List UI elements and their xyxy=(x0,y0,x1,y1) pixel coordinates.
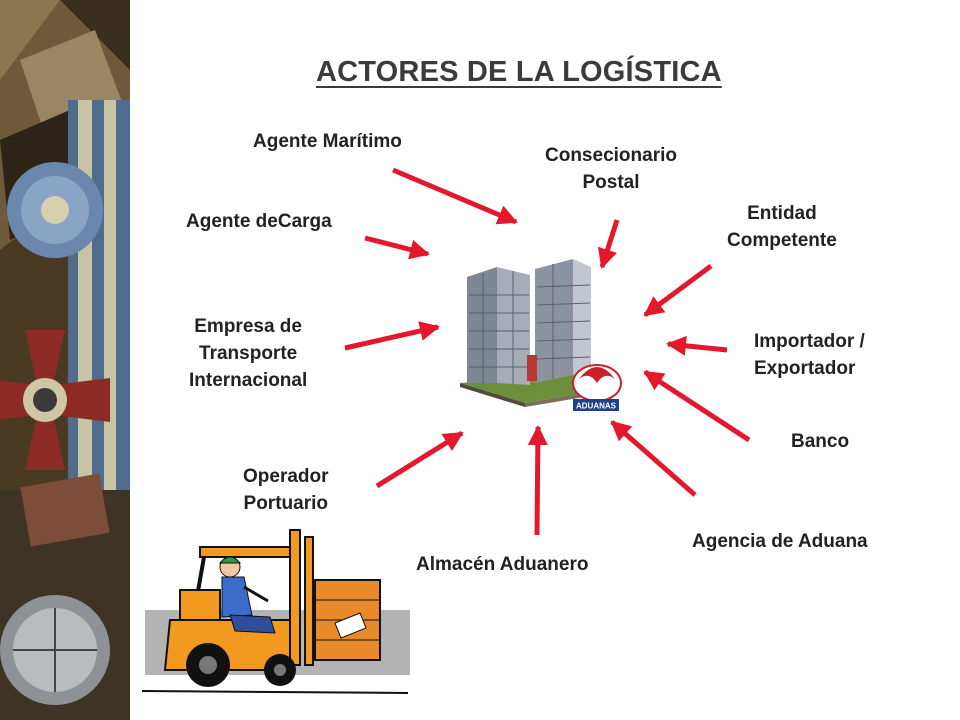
decorative-medal-collage xyxy=(0,0,130,720)
label-line: Agente deCarga xyxy=(186,211,332,232)
label-banco: Banco xyxy=(791,428,849,455)
label-line: Operador xyxy=(243,466,329,487)
label-agente-maritimo: Agente Marítimo xyxy=(253,128,402,155)
arrow-agente-carga xyxy=(364,235,430,260)
label-line: Almacén Aduanero xyxy=(416,554,589,575)
label-line: Importador / xyxy=(754,331,865,352)
arrow-operador-portuario xyxy=(375,430,464,489)
arrow-consecionario-postal xyxy=(597,219,620,269)
medal-collage-image xyxy=(0,0,130,720)
label-empresa-transporte: Empresa de Transporte Internacional xyxy=(189,313,307,394)
label-line: Agente Marítimo xyxy=(253,131,402,152)
label-line: Internacional xyxy=(189,370,308,391)
label-importador-exportador: Importador / Exportador xyxy=(754,328,865,382)
arrow-empresa-transporte xyxy=(344,321,440,351)
label-line: Portuario xyxy=(243,493,328,514)
label-almacen-aduanero: Almacén Aduanero xyxy=(416,551,588,578)
label-line: Empresa de xyxy=(194,316,302,337)
label-operador-portuario: Operador Portuario xyxy=(243,463,329,517)
arrow-agencia-aduana xyxy=(610,420,697,497)
label-agencia-aduana: Agencia de Aduana xyxy=(692,528,868,555)
label-line: Agencia de Aduana xyxy=(692,531,868,552)
customs-building-image: ADUANAS xyxy=(460,259,622,411)
label-line: Postal xyxy=(582,172,640,193)
aduanas-badge: ADUANAS xyxy=(576,402,617,411)
label-consecionario-postal: Consecionario Postal xyxy=(545,142,677,196)
arrow-almacen-aduanero xyxy=(527,425,548,536)
label-agente-carga: Agente deCarga xyxy=(186,208,332,235)
arrow-banco xyxy=(643,369,751,443)
label-line: Consecionario xyxy=(545,145,677,166)
arrow-importador-exportador xyxy=(666,335,728,356)
label-line: Competente xyxy=(727,230,837,251)
arrow-entidad-competente xyxy=(643,263,713,318)
label-line: Transporte xyxy=(199,343,298,364)
label-line: Banco xyxy=(791,431,850,452)
label-line: Exportador xyxy=(754,358,856,379)
label-line: Entidad xyxy=(747,203,817,224)
arrow-agente-maritimo xyxy=(392,167,518,225)
forklift-illustration xyxy=(140,525,410,700)
forklift-clipart xyxy=(141,529,410,694)
label-entidad-competente: Entidad Competente xyxy=(727,200,837,254)
customs-building: ADUANAS xyxy=(455,255,625,420)
slide-title: ACTORES DE LA LOGÍSTICA xyxy=(316,56,722,88)
